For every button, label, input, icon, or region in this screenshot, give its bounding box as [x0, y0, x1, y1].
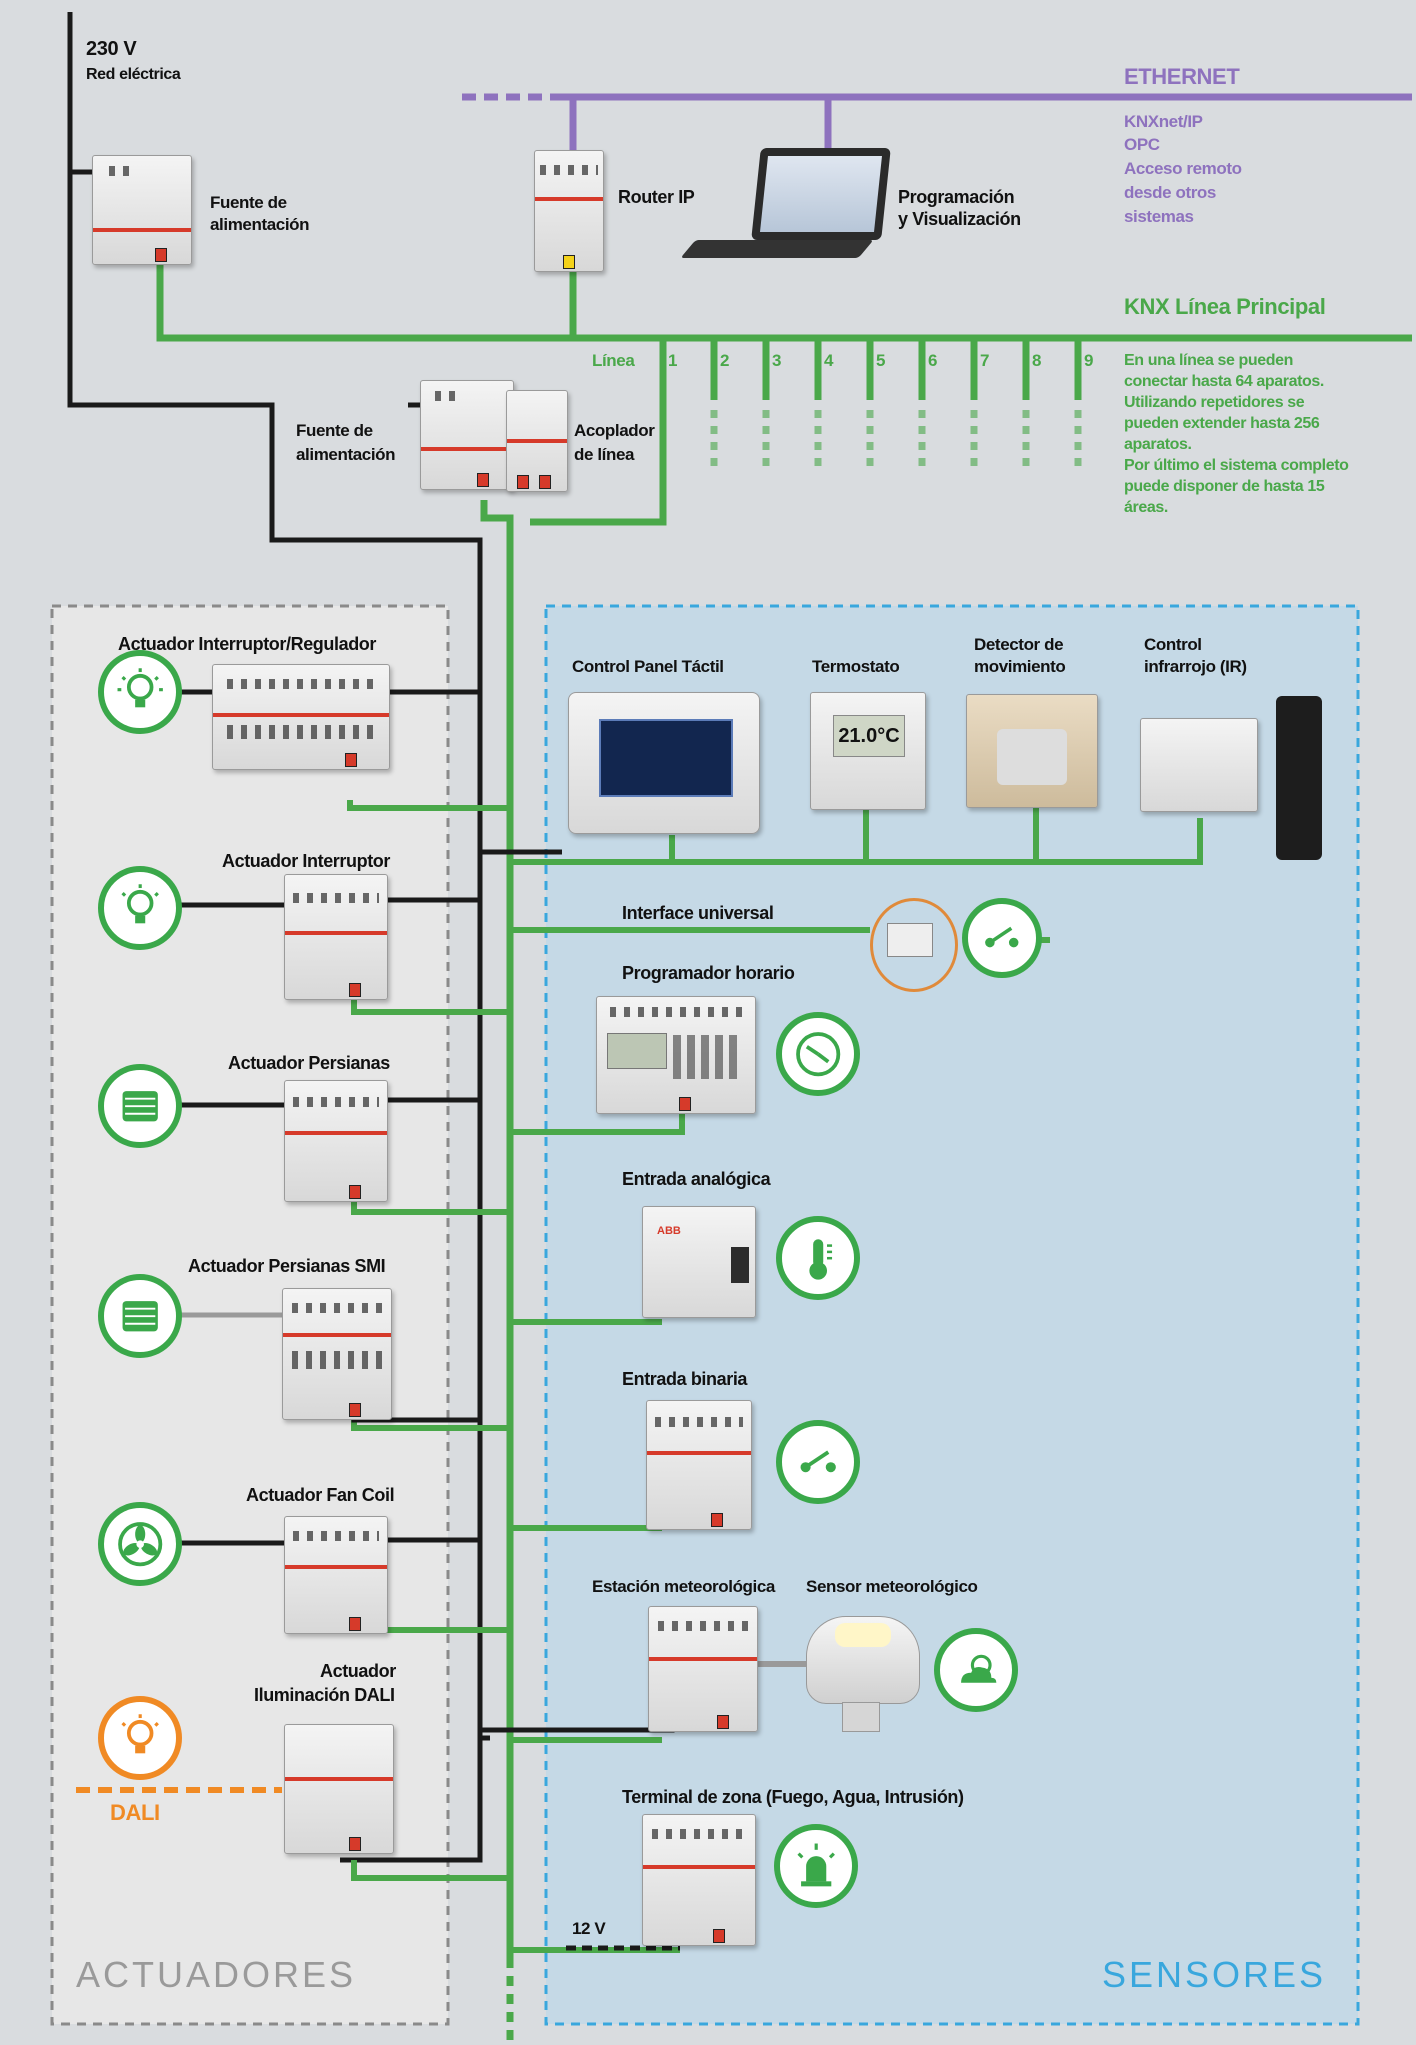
router-label: Router IP — [618, 187, 695, 207]
line-coupler-device — [506, 390, 568, 492]
thermostat-display: 21.0°C — [833, 715, 905, 757]
ir-remote-control — [1276, 696, 1322, 860]
dali-actuator-device — [284, 1724, 394, 1854]
weather-icon — [934, 1628, 1018, 1712]
sensor-label: movimiento — [974, 657, 1066, 676]
weather-station-device — [648, 1606, 758, 1732]
thermostat-device: 21.0°C — [810, 692, 926, 810]
bulb-icon — [98, 650, 182, 734]
smi-blinds-actuator-device — [282, 1288, 392, 1420]
programming-label-1: Programación — [898, 187, 1015, 207]
actuator-label: Actuador Interruptor/Regulador — [118, 634, 377, 654]
sensor-label: Terminal de zona (Fuego, Agua, Intrusión… — [622, 1787, 964, 1807]
sensor-label: infrarrojo (IR) — [1144, 657, 1247, 676]
supply-label-2: alimentación — [210, 215, 310, 234]
sensor-label: Entrada binaria — [622, 1369, 748, 1389]
zone-terminal-device — [642, 1814, 756, 1946]
power-supply-device — [92, 155, 192, 265]
binary-input-device — [646, 1400, 752, 1530]
universal-interface-wires — [870, 898, 958, 992]
bulb-icon — [98, 866, 182, 950]
switch-icon — [776, 1420, 860, 1504]
knx-main-title: KNX Línea Principal — [1124, 294, 1326, 319]
sensor-label: Termostato — [812, 657, 900, 676]
fan-coil-actuator-device — [284, 1516, 388, 1634]
voltage-label: 230 V — [86, 38, 137, 60]
actuator-label: Actuador Interruptor — [222, 851, 391, 871]
thermometer-icon — [776, 1216, 860, 1300]
laptop-base — [680, 240, 874, 258]
mains-line — [67, 12, 483, 1863]
line-supply-label-1: Fuente de — [296, 421, 373, 440]
line-supply-label-2: alimentación — [296, 445, 396, 464]
actuator-label: Actuador Persianas SMI — [188, 1256, 386, 1276]
dimmer-actuator-device — [212, 664, 390, 770]
supply-label-1: Fuente de — [210, 193, 287, 212]
line-label: Línea — [592, 351, 635, 370]
clock-icon — [776, 1012, 860, 1096]
motion-detector-device — [966, 694, 1098, 808]
line-branches — [710, 338, 1082, 470]
weather-sensor-device — [806, 1616, 920, 1704]
dali-actuator-label-2: Iluminación DALI — [254, 1685, 395, 1705]
sensor-label: Entrada analógica — [622, 1169, 771, 1189]
line-supply-device — [420, 380, 514, 490]
ir-receiver-device — [1140, 718, 1258, 812]
ethernet-title: ETHERNET — [1124, 64, 1240, 89]
analog-input-device: ABB — [642, 1206, 756, 1318]
actuators-section-label: ACTUADORES — [76, 1954, 357, 1995]
dali-actuator-label-1: Actuador — [320, 1661, 396, 1681]
laptop-screen — [751, 148, 891, 240]
switch-actuator-device — [284, 874, 388, 1000]
sensor-label: Interface universal — [622, 903, 774, 923]
alarm-icon — [774, 1824, 858, 1908]
blinds-actuator-device — [284, 1080, 388, 1202]
programming-label-2: y Visualización — [898, 209, 1021, 229]
fan-icon — [98, 1502, 182, 1586]
actuator-label: Actuador Persianas — [228, 1053, 390, 1073]
sensor-label: Sensor meteorológico — [806, 1577, 978, 1596]
touch-panel-device — [568, 692, 760, 834]
bulb-icon — [98, 1696, 182, 1780]
sensor-label: Control Panel Táctil — [572, 657, 724, 676]
switch-icon — [962, 898, 1042, 978]
timer-device — [596, 996, 756, 1114]
actuator-label: Actuador Fan Coil — [246, 1485, 395, 1505]
dali-label: DALI — [110, 1800, 160, 1825]
voltage-12-label: 12 V — [572, 1919, 606, 1938]
sensor-label: Detector de — [974, 635, 1064, 654]
coupler-label-2: de línea — [574, 445, 635, 464]
weather-sensor-mount — [842, 1702, 880, 1732]
sensor-label: Control — [1144, 635, 1202, 654]
knx-main-line — [156, 262, 1412, 342]
coupler-label-1: Acoplador — [574, 421, 655, 440]
router-ip-device — [534, 150, 604, 272]
blinds-icon — [98, 1064, 182, 1148]
sensor-label: Estación meteorológica — [592, 1577, 775, 1596]
mains-label: Red eléctrica — [86, 66, 181, 83]
sensors-section-label: SENSORES — [1102, 1954, 1327, 1995]
blinds-icon — [98, 1274, 182, 1358]
sensor-label: Programador horario — [622, 963, 795, 983]
knx-line-bus — [480, 500, 514, 1958]
